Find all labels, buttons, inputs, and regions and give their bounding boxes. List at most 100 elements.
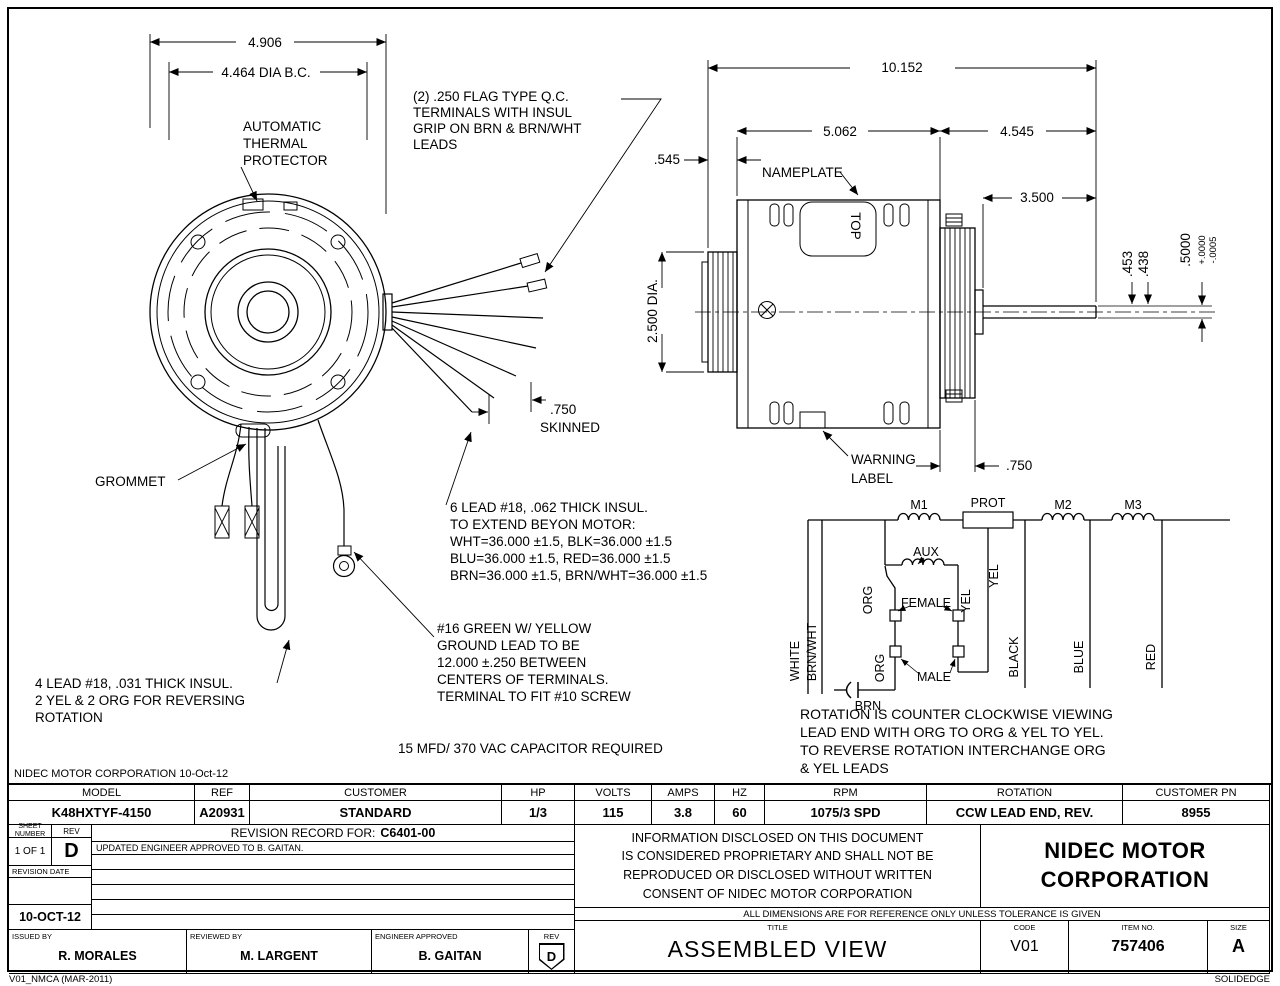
revision-record-row [92, 885, 575, 900]
svg-text:TERMINALS WITH INSUL: TERMINALS WITH INSUL [413, 105, 573, 120]
spec-value-amps: 3.8 [652, 801, 715, 825]
coil-m1 [897, 512, 941, 521]
engineer-approved-label: ENGINEER APPROVED [375, 932, 458, 941]
revision-record-row [92, 855, 575, 870]
yel-label: YEL [959, 589, 973, 613]
spec-value-ref: A20931 [195, 801, 250, 825]
rev-flag: D [538, 943, 565, 970]
svg-text:12.000 ±.250 BETWEEN: 12.000 ±.250 BETWEEN [437, 655, 586, 670]
org-label: ORG [873, 654, 887, 682]
ground-note: #16 GREEN W/ YELLOW [437, 621, 592, 636]
svg-text:LABEL: LABEL [851, 471, 894, 486]
capacitor-curved-plate [845, 681, 852, 699]
revision-record-number: C6401-00 [380, 826, 436, 840]
spec-header-rotation: ROTATION [927, 785, 1123, 801]
rotation-note: ROTATION IS COUNTER CLOCKWISE VIEWING [800, 706, 1113, 722]
proprietary-line: INFORMATION DISCLOSED ON THIS DOCUMENT [631, 830, 924, 845]
drawing-labels: 4.906 4.464 DIA B.C. AUTOMATIC THERMAL P… [35, 35, 1219, 776]
spec-header-customer: CUSTOMER [250, 785, 502, 801]
company-line: NIDEC MOTOR [1044, 838, 1206, 864]
proprietary-line: CONSENT OF NIDEC MOTOR CORPORATION [642, 886, 913, 901]
ground-wire [317, 419, 345, 546]
lead4-note: 4 LEAD #18, .031 THICK INSUL. [35, 676, 233, 691]
grommet-label: GROMMET [95, 474, 166, 489]
dim-3500: 3.500 [1020, 190, 1054, 205]
top-label: TOP [848, 212, 863, 240]
coil-m2 [1041, 512, 1085, 521]
spec-value-rpm: 1075/3 SPD [765, 801, 927, 825]
lead6-note: 6 LEAD #18, .062 THICK INSUL. [450, 500, 648, 515]
revision-record-title: REVISION RECORD FOR: C6401-00 [92, 825, 575, 842]
spec-value-customer: STANDARD [250, 801, 502, 825]
number-label: NUMBER [14, 831, 46, 838]
spec-header-amps: AMPS [652, 785, 715, 801]
rev-flag-value: D [546, 949, 557, 964]
svg-text:WHT=36.000 ±1.5, BLK=36.000 ±1: WHT=36.000 ±1.5, BLK=36.000 ±1.5 [450, 534, 672, 549]
m2-label: M2 [1054, 498, 1071, 512]
spec-header-ref: REF [195, 785, 250, 801]
shaft-bore [246, 290, 290, 334]
shaft [983, 305, 1097, 319]
svg-text:& YEL LEADS: & YEL LEADS [800, 760, 889, 776]
svg-text:LEADS: LEADS [413, 137, 457, 152]
m3-label: M3 [1124, 498, 1141, 512]
dim-4906: 4.906 [248, 35, 282, 50]
svg-text:ROTATION: ROTATION [35, 710, 103, 725]
aux-label: AUX [913, 545, 939, 559]
reviewed-by-value: M. LARGENT [240, 949, 318, 963]
qc-terminal [244, 505, 260, 539]
ring-terminal [332, 554, 356, 578]
spec-header-hp: HP [502, 785, 575, 801]
female-label: FEMALE [901, 596, 951, 610]
rev-flag-label: REV [543, 932, 560, 941]
svg-text:TO EXTEND BEYON MOTOR:: TO EXTEND BEYON MOTOR: [450, 517, 636, 532]
svg-text:BRN=36.000 ±1.5, BRN/WHT=36.00: BRN=36.000 ±1.5, BRN/WHT=36.000 ±1.5 [450, 568, 707, 583]
title-block: MODEL REF CUSTOMER HP VOLTS AMPS HZ RPM … [9, 783, 1271, 974]
item-no-label: ITEM NO. [1121, 923, 1155, 932]
issued-by-cell: ISSUED BY R. MORALES [9, 930, 187, 974]
prot-box [962, 511, 1014, 529]
connector-male [889, 645, 902, 658]
red-label: RED [1144, 644, 1158, 670]
dim-5062: 5.062 [823, 124, 857, 139]
qc-note: (2) .250 FLAG TYPE Q.C. [413, 89, 569, 104]
dim-750: .750 [1006, 458, 1032, 473]
engineer-approved-value: B. GAITAN [418, 949, 482, 963]
brn-label: BRN [855, 699, 881, 713]
proprietary-line: IS CONSIDERED PROPRIETARY AND SHALL NOT … [621, 849, 934, 864]
blue-label: BLUE [1072, 641, 1086, 674]
svg-text:GRIP ON BRN & BRN/WHT: GRIP ON BRN & BRN/WHT [413, 121, 582, 136]
revision-record-label: REVISION RECORD FOR: [230, 826, 376, 840]
spec-value-hp: 1/3 [502, 801, 575, 825]
svg-text:LEAD END WITH ORG TO ORG & YEL: LEAD END WITH ORG TO ORG & YEL TO YEL. [800, 724, 1104, 740]
drawing-title: ASSEMBLED VIEW [667, 936, 888, 962]
side-view-geometry [695, 199, 1215, 429]
revision-record-note: UPDATED ENGINEER APPROVED TO B. GAITAN. [92, 842, 575, 855]
size-cell: SIZE A [1208, 921, 1270, 974]
prot-label: PROT [971, 496, 1006, 510]
code-cell: CODE V01 [981, 921, 1069, 974]
spec-value-volts: 115 [575, 801, 652, 825]
corporation-date-note: NIDEC MOTOR CORPORATION 10-Oct-12 [14, 768, 229, 780]
dim-453: .453 [1120, 251, 1135, 277]
svg-text:THERMAL: THERMAL [243, 136, 308, 151]
front-view-geometry [149, 193, 548, 631]
footer-form-id: V01_NMCA (MAR-2011) [9, 974, 113, 985]
skinned-label: SKINNED [540, 420, 600, 435]
svg-text:BLU=36.000 ±1.5, RED=36.000 ±1: BLU=36.000 ±1.5, RED=36.000 ±1.5 [450, 551, 670, 566]
spec-header-rpm: RPM [765, 785, 927, 801]
reviewed-by-label: REVIEWED BY [190, 932, 243, 941]
m1-label: M1 [910, 498, 927, 512]
issued-by-value: R. MORALES [58, 949, 137, 963]
revision-date-label: REVISION DATE [9, 866, 92, 878]
spec-value-rotation: CCW LEAD END, REV. [927, 801, 1123, 825]
dim-dia: 2.500 DIA. [645, 279, 660, 343]
front-view-dimensions [149, 34, 662, 684]
size-label: SIZE [1230, 923, 1247, 932]
thermal-protector-tab [242, 198, 264, 211]
sheet-number-label: SHEET NUMBER [9, 823, 52, 838]
item-no-value: 757406 [1111, 938, 1165, 955]
side-view-dimensions [658, 60, 1212, 472]
svg-text:CENTERS OF TERMINALS.: CENTERS OF TERMINALS. [437, 672, 609, 687]
